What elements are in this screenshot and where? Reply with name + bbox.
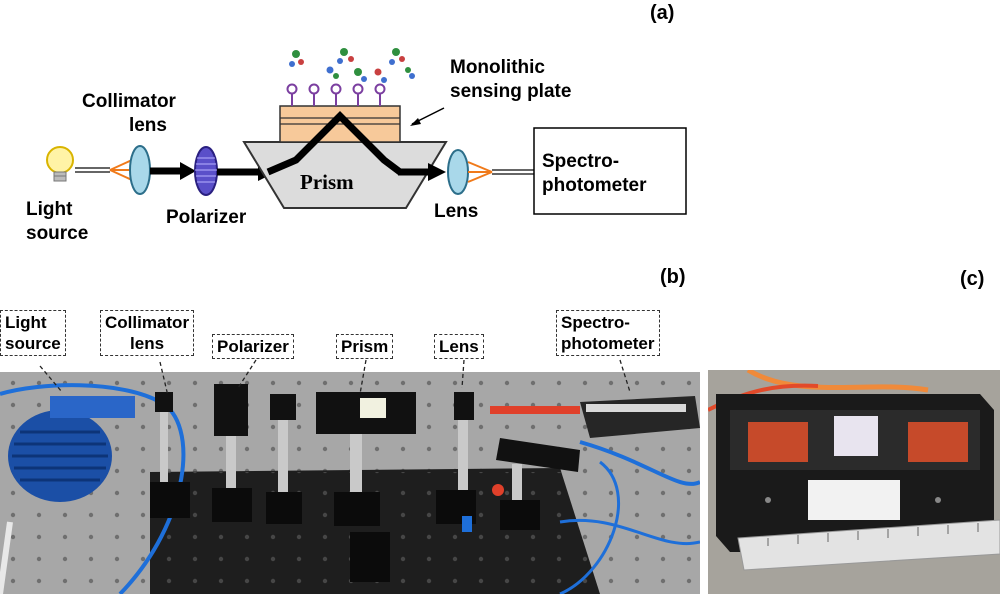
a-collimator-lens-label: Collimator lens [82, 91, 176, 136]
b-polarizer-label: Polarizer [212, 334, 294, 359]
schematic-diagram [46, 48, 687, 215]
panel-a-tag: (a) [650, 2, 675, 24]
a-lens-label: Lens [434, 201, 479, 222]
output-lens-shape [447, 149, 469, 195]
a-spectrophotometer-label: Spectro- photometer [542, 151, 647, 196]
a-light-source-label: Light source [26, 199, 89, 244]
panel-c-tag: (c) [960, 268, 985, 290]
device-photo-drawing [708, 370, 1000, 571]
receptor-probes [286, 83, 386, 106]
polarizer-shape [194, 146, 218, 196]
setup-photo [0, 372, 700, 594]
b-lens-label: Lens [434, 334, 484, 359]
b-light-source-label: Light source [0, 310, 66, 356]
spectrophotometer-box [533, 127, 687, 215]
a-polarizer-label: Polarizer [166, 207, 247, 228]
setup-photo-drawing [0, 372, 700, 594]
panel-b-tag: (b) [660, 266, 686, 288]
b-spectrophotometer-label: Spectro- photometer [556, 310, 660, 356]
light-rays-icon [109, 159, 133, 181]
light-path [266, 111, 403, 176]
b-collimator-lens-label: Collimator lens [100, 310, 195, 356]
b-prism-label: Prism [336, 334, 394, 359]
biomolecules-icon [289, 48, 415, 83]
a-monolithic-plate-label: Monolithic sensing plate [450, 57, 572, 102]
a-prism-label: Prism [300, 170, 354, 194]
light-bulb-icon [46, 146, 74, 182]
device-photo [708, 370, 1000, 594]
collimator-lens-shape [129, 145, 151, 195]
